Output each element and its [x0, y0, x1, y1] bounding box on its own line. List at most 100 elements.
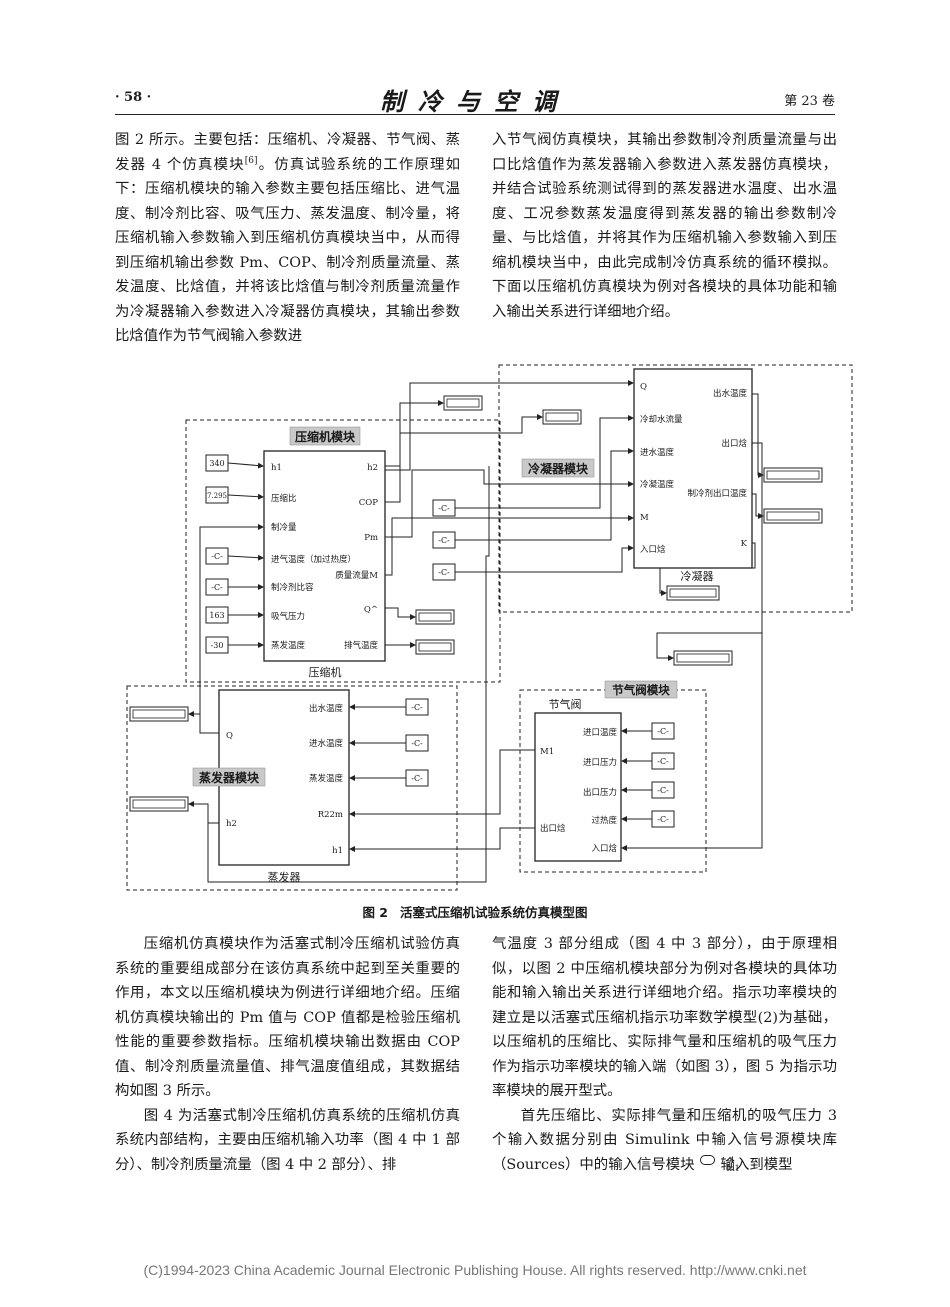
evaporator-in-water-in: 进水温度: [309, 738, 344, 749]
compressor-port-h1: h1: [271, 463, 282, 473]
throttle-out-enthalpy: 出口焓: [540, 823, 566, 834]
const-value: -C-: [211, 552, 223, 561]
const-value: -C-: [438, 568, 450, 577]
compressor-module-frame: [185, 419, 501, 683]
header-rule: [115, 114, 835, 115]
throttle-in-temp: 进口温度: [583, 727, 618, 738]
compressor-out-h2: h2: [367, 463, 378, 473]
figure-caption: 图 2 活塞式压缩机试验系统仿真模型图: [0, 902, 950, 921]
condenser-port-inlet-enthalpy: 入口焓: [640, 544, 666, 555]
throttle-in-pressure: 进口压力: [583, 757, 617, 768]
volume-label: 第 23 卷: [784, 94, 835, 109]
evaporator-block-name: 蒸发器: [268, 870, 301, 884]
const-value: 163: [209, 611, 224, 620]
display-enthalpy: [673, 650, 733, 666]
const-value: -C-: [657, 757, 669, 766]
copyright-footer: (C)1994-2023 China Academic Journal Elec…: [143, 1262, 807, 1278]
throttle-block-name: 节气阀: [549, 697, 582, 711]
compressor-block-name: 压缩机: [309, 665, 342, 679]
evaporator-module-frame: [126, 685, 458, 891]
const-value: -C-: [438, 504, 450, 513]
inport-number: 4: [699, 1154, 734, 1165]
condenser-port-m: M: [640, 513, 649, 523]
caption-text: 活塞式压缩机试验系统仿真模型图: [400, 905, 588, 920]
bottom-left-paragraph-1: 压缩机仿真模块作为活塞式制冷压缩机试验仿真系统的重要组成部分在该仿真系统中起到至…: [115, 936, 460, 1099]
condenser-module-label: 冷凝器模块: [528, 461, 589, 476]
caption-label: 图 2: [362, 905, 389, 920]
compressor-port-cooling: 制冷量: [271, 522, 297, 533]
const-value: -C-: [657, 815, 669, 824]
bottom-right-paragraph-2b: 输入到模型: [720, 1156, 793, 1173]
condenser-out-refrig-temp: 制冷剂出口温度: [687, 488, 747, 499]
const-value: 340: [209, 459, 224, 468]
const-value: -C-: [411, 703, 423, 712]
evaporator-module-label: 蒸发器模块: [199, 770, 260, 785]
condenser-block-name: 冷凝器: [681, 569, 714, 583]
evaporator-in-evap-temp: 蒸发温度: [309, 773, 344, 784]
const-value: -C-: [438, 536, 450, 545]
evaporator-in-r22m: R22m: [318, 810, 343, 820]
display-cop: [443, 395, 483, 411]
compressor-out-mass-flow: 质量流量M: [335, 570, 378, 581]
display-evap-q: [129, 706, 189, 722]
display-water-out: [763, 467, 823, 483]
top-right-column: 入节气阀仿真模块，其输出参数制冷剂质量流量与出口比焓值作为蒸发器输入参数进入蒸发…: [492, 128, 837, 324]
const-value: -C-: [211, 583, 223, 592]
journal-title: 制冷与空调: [380, 87, 570, 116]
throttle-out-pressure: 出口压力: [583, 787, 617, 798]
condenser-port-cond-temp: 冷凝温度: [640, 479, 675, 490]
const-value: -C-: [657, 786, 669, 795]
bottom-right-paragraph-1: 气温度 3 部分组成（图 4 中 3 部分），由于原理相似，以图 2 中压缩机模…: [492, 936, 837, 1099]
const-value: -C-: [657, 727, 669, 736]
const-value: 7.295: [207, 492, 227, 500]
evaporator-out-h2: h2: [226, 819, 237, 829]
condenser-port-water-in-temp: 进水温度: [640, 447, 675, 458]
throttle-out-m1: M1: [540, 747, 554, 757]
compressor-port-evap-temp: 蒸发温度: [271, 640, 306, 651]
display-refrig-out: [763, 508, 823, 524]
top-left-paragraph-cont: 。仿真试验系统的工作原理如下：压缩机模块的输入参数主要包括压缩比、进气温度、制冷…: [115, 156, 460, 345]
page-number: · 58 ·: [115, 90, 152, 105]
condenser-out-k: K: [741, 539, 748, 549]
inport-name: In1: [726, 1163, 740, 1173]
display-k: [666, 585, 720, 601]
display-discharge-temp: [415, 639, 455, 655]
compressor-port-ratio: 压缩比: [271, 493, 297, 504]
compressor-out-pm: Pm: [364, 533, 378, 543]
page-header: · 58 · 制冷与空调 第 23 卷: [115, 87, 835, 116]
compressor-block[interactable]: [263, 450, 386, 662]
const-value: -C-: [411, 739, 423, 748]
throttle-superheat: 过热度: [591, 815, 617, 826]
evaporator-in-h1: h1: [332, 846, 343, 856]
compressor-port-specific-volume: 制冷剂比容: [271, 582, 314, 593]
evaporator-in-water-out: 出水温度: [309, 703, 344, 714]
condenser-port-q: Q: [640, 382, 647, 392]
citation: [6]: [244, 155, 258, 166]
module-labels: 压缩机模块 冷凝器模块 蒸发器模块 节气阀模块: [192, 426, 678, 787]
bottom-left-column: 压缩机仿真模块作为活塞式制冷压缩机试验仿真系统的重要组成部分在该仿真系统中起到至…: [115, 932, 460, 1177]
evaporator-out-q: Q: [226, 731, 233, 741]
top-right-paragraph: 入节气阀仿真模块，其输出参数制冷剂质量流量与出口比焓值作为蒸发器输入参数进入蒸发…: [492, 132, 837, 320]
bottom-left-paragraph-2: 图 4 为活塞式制冷压缩机仿真系统的压缩机仿真系统内部结构，主要由压缩机输入功率…: [115, 1107, 460, 1173]
compressor-out-q: Q^: [364, 605, 378, 615]
compressor-port-suction-pressure: 吸气压力: [271, 611, 305, 622]
condenser-out-water-temp: 出水温度: [713, 388, 748, 399]
throttle-module-label: 节气阀模块: [612, 683, 670, 697]
compressor-out-discharge-temp: 排气温度: [344, 640, 379, 651]
display-pm: [542, 409, 582, 425]
const-value: -30: [211, 641, 224, 650]
compressor-module-label: 压缩机模块: [295, 429, 356, 444]
condenser-module-frame: [498, 364, 853, 613]
bottom-right-paragraph-2a: 首先压缩比、实际排气量和压缩机的吸气压力 3 个输入数据分别由 Simulink…: [492, 1107, 837, 1173]
compressor-out-cop: COP: [359, 498, 378, 508]
compressor-port-inlet-temp: 进气温度（加过热度）: [271, 554, 356, 565]
display-evap-h2: [129, 796, 189, 812]
top-left-paragraph: 图 2 所示。主要包括：压缩机、冷凝器、节气阀、蒸发器 4 个仿真模块: [115, 132, 460, 173]
condenser-out-enthalpy: 出口焓: [721, 438, 747, 449]
condenser-port-water-flow: 冷却水流量: [640, 414, 683, 425]
bottom-right-column: 气温度 3 部分组成（图 4 中 3 部分），由于原理相似，以图 2 中压缩机模…: [492, 932, 837, 1177]
top-left-column: 图 2 所示。主要包括：压缩机、冷凝器、节气阀、蒸发器 4 个仿真模块[6]。仿…: [115, 128, 460, 349]
display-q: [415, 609, 455, 625]
